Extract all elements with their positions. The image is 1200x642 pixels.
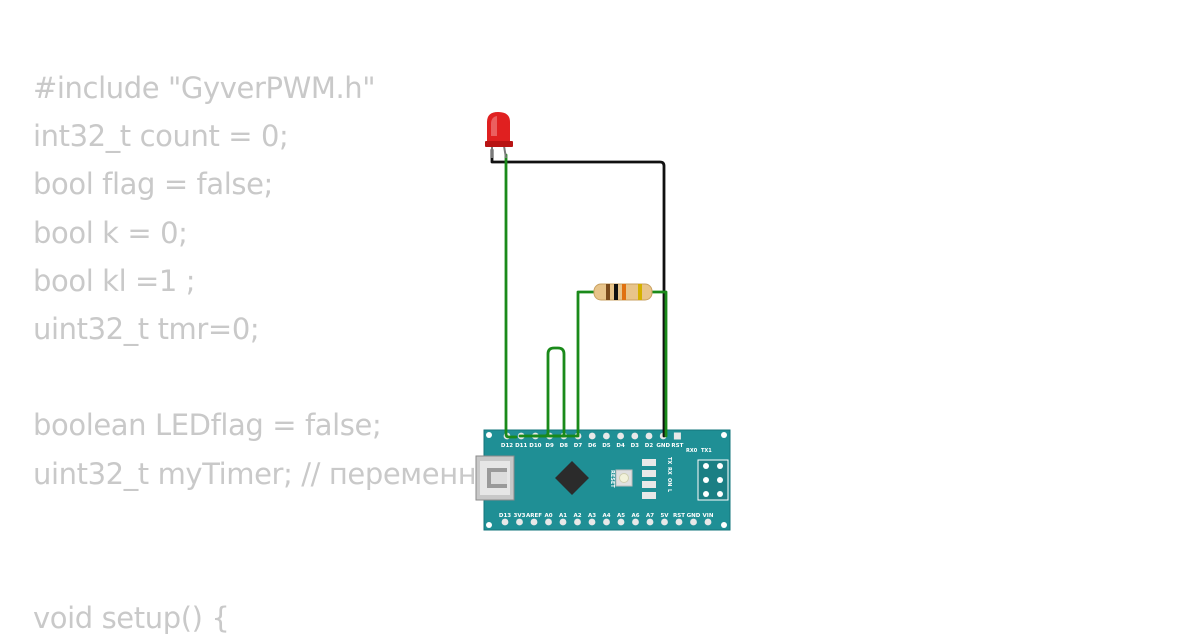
pin-label: A3 (588, 513, 596, 519)
microcontroller-chip (555, 461, 589, 495)
pin-header[interactable] (617, 518, 625, 526)
code-line: boolean LEDflag = false; (33, 408, 382, 443)
loop-wire[interactable] (518, 346, 566, 438)
icsp-header (697, 459, 729, 501)
led-label: TX (666, 457, 672, 464)
pin-label: 3V3 (514, 513, 526, 519)
pin-header[interactable] (704, 518, 712, 526)
pin-label: RST (673, 513, 685, 519)
pin-header[interactable] (632, 518, 639, 526)
pin-label: D12 (501, 443, 513, 449)
resistor[interactable] (593, 283, 653, 301)
led-label: L (666, 489, 672, 493)
pin-label: D3 (631, 443, 640, 449)
pin-label: A1 (559, 513, 567, 519)
usb-connector (475, 455, 515, 501)
tx1-label: TX1 (701, 448, 712, 454)
code-line: bool flag = false; (33, 167, 273, 202)
led-label: RX (666, 467, 672, 475)
pin-header[interactable] (545, 518, 552, 526)
pin-label: D5 (602, 443, 611, 449)
pin-header[interactable] (603, 432, 610, 440)
pin-label: A0 (544, 513, 552, 519)
pin-label: A2 (573, 513, 581, 519)
pin-label: D11 (515, 443, 527, 449)
pin-header[interactable] (661, 518, 668, 526)
pin-label: D9 (545, 443, 554, 449)
pin-label: D7 (574, 443, 583, 449)
pin-label: D2 (645, 443, 654, 449)
pin-label: VIN (703, 513, 714, 519)
pin-label: AREF (526, 513, 542, 519)
pin-header[interactable] (603, 518, 610, 526)
status-led-labels: TX RX ON L (666, 457, 672, 493)
pin-label: D8 (560, 443, 569, 449)
code-line: #include "GyverPWM.h" (33, 71, 376, 105)
pin-header[interactable] (645, 432, 653, 440)
code-line: bool k = 0; (33, 215, 188, 250)
pin-label: GND (656, 443, 670, 449)
pin-label: A5 (617, 513, 625, 519)
pin-header[interactable] (690, 518, 697, 526)
pin-header[interactable] (675, 518, 683, 526)
ground-wire[interactable] (490, 148, 666, 438)
pin-header[interactable] (588, 518, 596, 526)
code-editor: #include "GyverPWM.h" int32_t count = 0; b… (33, 64, 648, 642)
pin-label: A7 (646, 513, 654, 519)
resistor-right-wire[interactable] (650, 290, 668, 438)
resistor-left-wire[interactable] (532, 290, 596, 438)
red-led[interactable] (485, 112, 513, 159)
led-anode-wire[interactable] (504, 153, 518, 439)
pin-label: A4 (602, 513, 610, 519)
wires (490, 148, 668, 439)
pin-label: D13 (499, 513, 511, 519)
pin-header[interactable] (646, 518, 654, 526)
pin-header[interactable] (673, 432, 681, 440)
pin-header[interactable] (530, 518, 538, 526)
pin-label: 5V (660, 513, 669, 519)
led-label: ON (666, 478, 672, 486)
reset-label: RESET (609, 470, 615, 488)
code-line: uint32_t tmr=0; (33, 311, 260, 346)
pin-header[interactable] (574, 518, 581, 526)
rx0-label: RX0 (686, 448, 698, 454)
pin-label: D6 (588, 443, 597, 449)
pin-label: GND (687, 513, 701, 519)
pin-header[interactable] (516, 518, 523, 526)
pin-header[interactable] (617, 432, 624, 440)
pin-label: D10 (529, 443, 541, 449)
pin-label: D4 (616, 443, 625, 449)
pin-header[interactable] (631, 432, 639, 440)
status-leds (642, 459, 656, 499)
reset-button[interactable] (615, 469, 633, 487)
code-line: bool kl =1 ; (33, 263, 196, 298)
code-line: void setup() { (33, 601, 230, 636)
code-line: int32_t count = 0; (33, 119, 289, 154)
pin-label: A6 (631, 513, 639, 519)
pin-label: RST (671, 443, 683, 449)
pin-header[interactable] (559, 518, 567, 526)
pin-header[interactable] (501, 518, 509, 526)
pin-header[interactable] (588, 432, 596, 440)
